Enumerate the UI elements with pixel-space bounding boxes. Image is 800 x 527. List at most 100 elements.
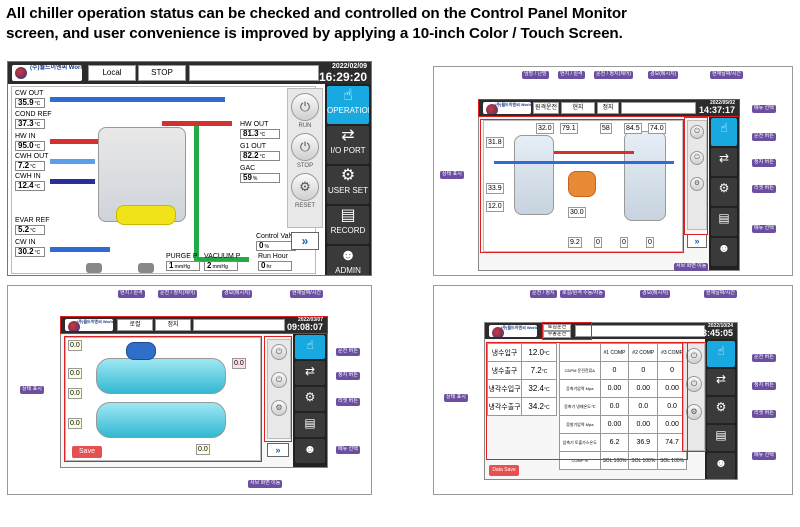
alarm-message-bar xyxy=(575,325,705,337)
run-button[interactable]: ⏻ xyxy=(690,125,704,139)
pipe-hot-water xyxy=(50,139,110,144)
pipe-generator-bottom xyxy=(194,257,249,262)
nav-operation[interactable]: ☝ xyxy=(711,118,737,146)
pipe-blue xyxy=(494,161,674,164)
control-column: ⏻ RUN ⏻ STOP ⚙ RESET xyxy=(287,88,323,228)
callout-reset-button: 리셋 버튼 xyxy=(752,410,776,418)
stop-button[interactable]: ⏻ xyxy=(686,376,702,392)
value-5: 74.0 xyxy=(648,123,666,134)
callout-menu-2: 메뉴 선택 xyxy=(752,225,776,233)
state-indicator[interactable]: STOP xyxy=(138,65,186,81)
screen-2-annotated: (주)월드이엔씨 World EnC Co., Ltd. 원격운전 현지 정지 … xyxy=(433,66,793,276)
reset-button[interactable]: ⚙ xyxy=(690,177,704,191)
nav-user-set[interactable]: ⚙ xyxy=(707,397,735,423)
menu-nav: ☝ ⇄ ⚙ ▤ ☻ xyxy=(709,116,739,270)
run-button[interactable]: ⏻ xyxy=(291,93,319,121)
callout-local-remote-auto: 로컬/원격 수동/자동 xyxy=(560,290,605,298)
nav-admin[interactable]: ☻ xyxy=(711,238,737,266)
screen3-panel: (주)월드이엔씨 World EnC Co., Ltd. 로컬 정지 2022/… xyxy=(60,316,328,468)
nav-record[interactable]: ▤ xyxy=(295,413,325,437)
mode-indicator[interactable]: Local xyxy=(88,65,136,81)
nav-record[interactable]: ▤ xyxy=(711,208,737,236)
nav-user-set[interactable]: ⚙ xyxy=(295,387,325,411)
alarm-message-bar xyxy=(193,319,285,331)
nav-user-set[interactable]: ⚙USER SET xyxy=(327,166,369,204)
nav-operation[interactable]: ☝ xyxy=(707,341,735,367)
document-icon: ▤ xyxy=(340,207,356,224)
mode-indicator-1[interactable]: 로컬운전 xyxy=(543,324,571,331)
value-10: 9.2 xyxy=(568,237,582,248)
value-4: 84.5 xyxy=(624,123,642,134)
value-6: 0.0 xyxy=(196,444,210,455)
nav-admin[interactable]: ☻ADMIN xyxy=(327,246,369,275)
user-icon: ☻ xyxy=(339,247,357,264)
callout-run-button: 운전 버튼 xyxy=(752,354,776,362)
gears-icon: ⚙ xyxy=(718,181,730,195)
mode-indicator[interactable]: 원격운전 xyxy=(533,102,559,114)
state-indicator[interactable]: 현지 xyxy=(561,102,595,114)
callout-date-time: 현재날짜/시간 xyxy=(704,290,737,298)
callout-menu-select: 메뉴 선택 xyxy=(752,452,776,460)
nav-record[interactable]: ▤RECORD xyxy=(327,206,369,244)
callout-stop-button: 정지 버튼 xyxy=(752,382,776,390)
document-icon: ▤ xyxy=(304,416,316,430)
state-indicator[interactable]: 정지 xyxy=(155,319,191,331)
sub-screen-button[interactable]: » xyxy=(687,234,707,248)
pipe-chw-out xyxy=(50,159,95,164)
process-diagram-2: 32.0 79.1 58 84.5 74.0 31.8 33.9 12.0 30… xyxy=(483,120,683,252)
screen2-panel: (주)월드이엔씨 World EnC Co., Ltd. 원격운전 현지 정지 … xyxy=(478,99,740,271)
hand-pointer-icon: ☝ xyxy=(717,344,725,358)
nav-admin[interactable]: ☻ xyxy=(707,453,735,479)
reset-button[interactable]: ⚙ xyxy=(271,400,287,416)
pump-2 xyxy=(138,263,154,273)
reset-button[interactable]: ⚙ xyxy=(291,173,319,201)
callout-cooling-heating: 냉방 / 난방 xyxy=(522,71,549,79)
callout-sub-screen: 서브 화면 이동 xyxy=(248,480,283,488)
mode-indicator[interactable]: 로컬 xyxy=(117,319,153,331)
screen2-topbar: (주)월드이엔씨 World EnC Co., Ltd. 원격운전 현지 정지 … xyxy=(479,100,739,116)
state-indicator-2[interactable]: 정지 xyxy=(597,102,619,114)
pipe-hw-top xyxy=(162,121,232,126)
value-12: 0 xyxy=(620,237,628,248)
mode-indicator-2[interactable]: 수동운전 xyxy=(543,331,571,338)
reset-button[interactable]: ⚙ xyxy=(686,404,702,420)
run-button[interactable]: ⏻ xyxy=(686,348,702,364)
upper-shell xyxy=(96,358,226,394)
pump-1 xyxy=(86,263,102,273)
stop-button[interactable]: ⏻ xyxy=(291,133,319,161)
nav-io-port[interactable]: ⇄ xyxy=(711,148,737,176)
callout-run-stop: 운전 / 정지 xyxy=(530,290,557,298)
nav-record[interactable]: ▤ xyxy=(707,425,735,451)
nav-io-port[interactable]: ⇄ xyxy=(707,369,735,395)
save-button[interactable]: Save xyxy=(72,446,102,458)
sub-screen-button[interactable]: » xyxy=(291,232,319,250)
run-button[interactable]: ⏻ xyxy=(271,344,287,360)
nav-io-port[interactable]: ⇄ xyxy=(295,361,325,385)
callout-run-stop-control: 운전 / 정지(제어) xyxy=(158,290,198,298)
clock: 2022/03/07 09:08:07 xyxy=(286,317,323,332)
data-save-button[interactable]: Data Save xyxy=(489,465,519,476)
nav-user-set[interactable]: ⚙ xyxy=(711,178,737,206)
nav-io-port[interactable]: ⇄I/O PORT xyxy=(327,126,369,164)
stop-button[interactable]: ⏻ xyxy=(690,151,704,165)
stop-button[interactable]: ⏻ xyxy=(271,372,287,388)
document-icon: ▤ xyxy=(715,428,727,442)
menu-nav: ☝ ⇄ ⚙ ▤ ☻ xyxy=(705,339,737,479)
nav-operation[interactable]: ☝OPERATION xyxy=(327,86,369,124)
nav-operation[interactable]: ☝ xyxy=(295,335,325,359)
callout-sub-screen: 서브 화면 이동 xyxy=(674,263,709,271)
nav-admin[interactable]: ☻ xyxy=(295,439,325,463)
sub-screen-button[interactable]: » xyxy=(267,443,289,457)
compressor xyxy=(126,342,156,360)
